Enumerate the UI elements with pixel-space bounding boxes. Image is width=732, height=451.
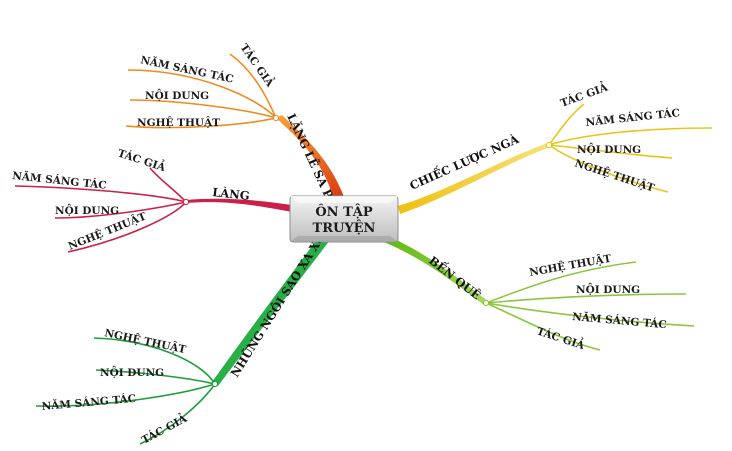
ben-que-tac-gia: TÁC GIẢ [535,323,587,353]
branch-nhung-ngoi-sao-subbranches [35,337,216,445]
lang-le-sa-pa-noi-dung: NỘI DUNG [145,87,209,102]
branch-lang-le-sa-pa: LẶNG LẼ SA PA TÁC GIẢ NĂM SÁNG TÁC NỘI D… [125,40,344,209]
branch-nhung-ngoi-sao-xa-xoi: NHỮNG NGÔI SAO XA XÔI NGHỆ THUẬT NỘI DUN… [35,226,331,447]
branch-nhung-ngoi-sao-trunk [212,238,330,386]
branch-lang-trunk [186,198,292,212]
branch-chiec-luoc-nga: CHIẾC LƯỢC NGÀ TÁC GIẢ NĂM SÁNG TÁC NỘI … [398,79,713,214]
chiec-luoc-nga-noi-dung: NỘI DUNG [577,141,641,156]
branch-ben-que-trunk [384,236,488,305]
branch-lang-subbranches [14,167,187,253]
branch-title-ben-que: BẾN QUÊ [426,253,484,303]
chiec-luoc-nga-tac-gia: TÁC GIẢ [558,79,610,110]
chiec-luoc-nga-nghe-thuat: NGHỆ THUẬT [573,156,656,195]
branch-chiec-luoc-nga-trunk [398,143,550,214]
center-title-line1: ÔN TẬP [315,203,372,220]
lang-noi-dung: NỘI DUNG [55,202,119,217]
chiec-luoc-nga-nam-sang-tac: NĂM SÁNG TÁC [585,105,681,129]
center-node: ÔN TẬP TRUYỆN [289,195,399,243]
nhung-ngoi-sao-noi-dung: NỘI DUNG [100,364,164,379]
branch-ben-que-subbranches [485,261,695,351]
branch-lang-le-sa-pa-trunk [276,115,344,199]
ben-que-nam-sang-tac: NĂM SÁNG TÁC [572,309,668,331]
branch-chiec-luoc-nga-subbranches [548,103,713,193]
lang-le-sa-pa-nam-sang-tac: NĂM SÁNG TÁC [139,52,235,85]
nhung-ngoi-sao-nam-sang-tac: NĂM SÁNG TÁC [41,391,137,413]
branch-ben-que: BẾN QUÊ NGHỆ THUẬT NỘI DUNG NĂM SÁNG TÁC… [384,236,695,353]
center-title-line2: TRUYỆN [313,220,376,236]
lang-le-sa-pa-nghe-thuat: NGHỆ THUẬT [137,115,220,129]
branch-title-lang: LÀNG [212,185,251,203]
branch-lang-le-sa-pa-subbranches [125,53,277,129]
lang-tac-gia: TÁC GIẢ [116,145,168,175]
branch-lang: LÀNG TÁC GIẢ NĂM SÁNG TÁC NỘI DUNG NGHỆ … [12,145,292,253]
nhung-ngoi-sao-tac-gia: TÁC GIẢ [138,410,189,447]
branch-title-lang-le-sa-pa: LẶNG LẼ SA PA [284,111,339,209]
branch-title-nhung-ngoi-sao: NHỮNG NGÔI SAO XA XÔI [228,226,331,380]
nhung-ngoi-sao-nghe-thuat: NGHỆ THUẬT [103,325,187,356]
ben-que-noi-dung: NỘI DUNG [576,281,640,296]
